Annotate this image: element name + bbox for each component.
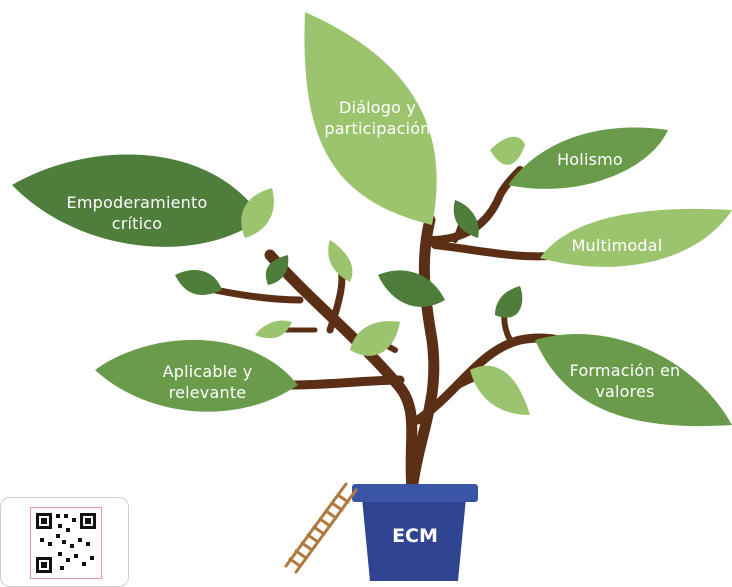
pot-label: ECM bbox=[392, 525, 438, 547]
leaf-aplicable bbox=[95, 339, 298, 412]
leaf-empoderamiento bbox=[12, 154, 262, 247]
small-leaf bbox=[255, 320, 292, 339]
leaf-dialogo bbox=[304, 12, 437, 225]
ladder bbox=[284, 482, 358, 574]
leaf-holismo bbox=[508, 127, 668, 189]
small-leaf bbox=[470, 365, 530, 415]
qr-code bbox=[30, 507, 102, 579]
pot-body bbox=[362, 498, 466, 581]
small-leaf bbox=[453, 200, 479, 238]
small-leaf bbox=[350, 321, 400, 356]
small-leaf bbox=[241, 188, 274, 238]
small-leaf bbox=[378, 270, 445, 307]
small-leaf bbox=[175, 270, 222, 295]
small-leaf bbox=[328, 240, 353, 282]
pot-rim bbox=[352, 484, 478, 502]
small-leaf bbox=[490, 136, 525, 165]
leaf-formacion bbox=[535, 333, 732, 427]
small-leaf bbox=[495, 286, 523, 318]
leaf-multimodal bbox=[540, 208, 732, 267]
small-leaf bbox=[265, 255, 289, 285]
small-leaves bbox=[175, 136, 530, 415]
